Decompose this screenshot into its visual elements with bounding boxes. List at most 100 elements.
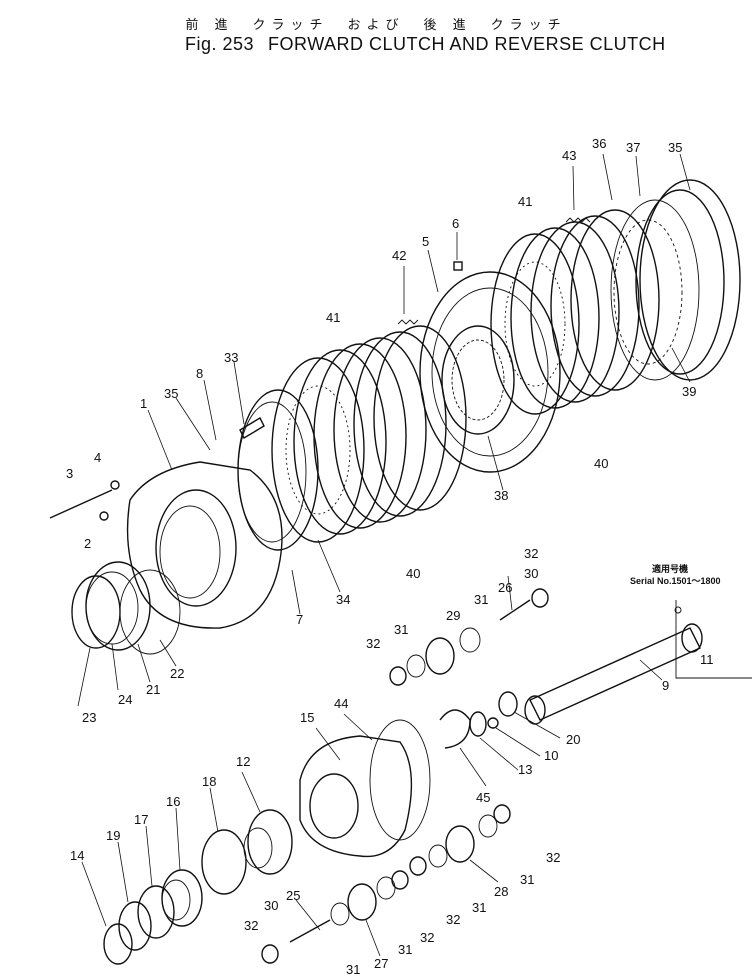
output-gear-group (103, 809, 293, 965)
needle-bearing-31-mid (428, 844, 448, 868)
callout-30-lower: 30 (264, 898, 278, 913)
leader-15 (315, 727, 341, 761)
needle-bearing-31-upper-right (459, 627, 481, 653)
leader-18 (209, 787, 219, 833)
callout-8: 8 (196, 366, 203, 381)
spring-part-43 (565, 217, 591, 223)
leader-25 (295, 899, 321, 931)
leader-45 (459, 747, 487, 787)
figure-number: Fig. 253 (185, 34, 255, 54)
ring-part-10 (487, 717, 499, 729)
leader-26 (507, 575, 513, 611)
drum-part-5 (419, 271, 561, 473)
callout-32-d: 32 (446, 912, 460, 927)
callout-1: 1 (140, 396, 147, 411)
leader-22 (159, 639, 177, 667)
shaft-group (439, 600, 752, 749)
callout-21: 21 (146, 682, 160, 697)
snap-ring-part-35-left (237, 401, 307, 543)
forward-plate-6 (271, 357, 365, 543)
forward-plate-4 (313, 343, 407, 529)
bolt-part-3 (49, 489, 113, 519)
callout-32-c: 32 (546, 850, 560, 865)
callout-31-c: 31 (520, 872, 534, 887)
leader-9 (639, 659, 663, 681)
callout-45: 45 (476, 790, 490, 805)
callout-2: 2 (84, 536, 91, 551)
callout-35-left: 35 (164, 386, 178, 401)
pinion-part-28 (445, 825, 475, 863)
leader-39 (671, 347, 691, 383)
callout-36: 36 (592, 136, 606, 151)
hub-part-38 (441, 325, 515, 435)
callout-29: 29 (446, 608, 460, 623)
callout-6: 6 (452, 216, 459, 231)
leader-23 (77, 647, 91, 707)
retainer-part-33 (239, 417, 265, 439)
callout-14: 14 (70, 848, 84, 863)
shaft-gear-end (681, 623, 703, 653)
needle-bearing-31-lower-right (376, 876, 396, 900)
gear-part-12 (247, 809, 293, 875)
leader-5 (427, 249, 439, 293)
callout-15: 15 (300, 710, 314, 725)
reverse-plate-4 (510, 227, 600, 409)
callout-12: 12 (236, 754, 250, 769)
carrier-group (299, 719, 431, 858)
forward-clutch-pack (237, 325, 467, 551)
callout-9: 9 (662, 678, 669, 693)
shaft-part-9 (529, 627, 701, 721)
callout-30-upper: 30 (524, 566, 538, 581)
forward-plate-3 (333, 337, 427, 523)
snap-ring-part-14 (103, 923, 133, 965)
callout-40-right: 40 (594, 456, 608, 471)
callout-11: 11 (700, 652, 714, 667)
reverse-plate-5 (490, 233, 580, 415)
leader-43 (572, 165, 575, 211)
leader-44 (343, 713, 373, 741)
leader-13 (479, 737, 519, 771)
forward-plate-teeth (285, 385, 351, 515)
callout-20: 20 (566, 732, 580, 747)
callout-31-e: 31 (398, 942, 412, 957)
leader-16 (175, 807, 181, 871)
leader-lines (77, 153, 691, 957)
callout-4: 4 (94, 450, 101, 465)
leader-37 (635, 155, 641, 197)
needle-bearing-31-right (478, 814, 498, 838)
callout-10: 10 (544, 748, 558, 763)
gear-teeth-part-39 (613, 219, 683, 365)
callout-18: 18 (202, 774, 216, 789)
leader-35-right (679, 153, 691, 191)
pinion-upper-group (389, 588, 549, 686)
callout-41-left: 41 (326, 310, 340, 325)
callout-37: 37 (626, 140, 640, 155)
snap-ring-part-13 (469, 711, 487, 737)
japanese-title: 前 進 クラッチ および 後 進 クラッチ (185, 18, 567, 33)
hub-spline (451, 339, 505, 421)
leader-19 (117, 841, 129, 903)
callout-26: 26 (498, 580, 512, 595)
leader-7 (291, 569, 301, 615)
leader-24 (111, 643, 119, 691)
callout-23: 23 (82, 710, 96, 725)
carrier-part-15 (299, 735, 413, 858)
callout-19: 19 (106, 828, 120, 843)
washer-32-upper-right (531, 588, 549, 608)
callout-22: 22 (170, 666, 184, 681)
forward-plate-5 (293, 349, 387, 535)
callout-5: 5 (422, 234, 429, 249)
callout-33: 33 (224, 350, 238, 365)
callout-44: 44 (334, 696, 348, 711)
reverse-plate-1 (570, 209, 660, 391)
leader-33 (233, 361, 245, 425)
ring-part-20 (498, 691, 518, 717)
housing-bore-inner (159, 505, 221, 599)
snap-ring-part-17 (137, 885, 175, 939)
leader-20 (513, 711, 561, 739)
snap-ring-part-35-right (635, 189, 725, 375)
leader-12 (241, 771, 261, 813)
bolt-part-2 (99, 511, 109, 521)
